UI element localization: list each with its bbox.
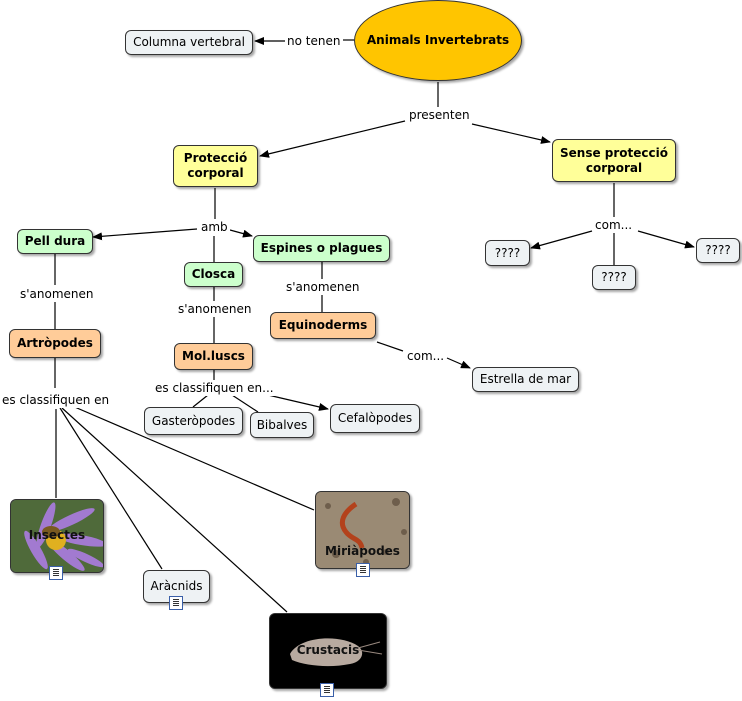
link-arrow <box>446 357 471 369</box>
node-label: Animals Invertebrats <box>366 33 510 47</box>
node-sense-proteccio-corporal[interactable]: Sense protecció corporal <box>552 139 676 182</box>
link-label-com: com... <box>405 348 447 364</box>
document-icon[interactable] <box>49 566 63 580</box>
node-animals-invertebrats[interactable]: Animals Invertebrats <box>354 0 522 81</box>
node-crustacis[interactable]: Crustacis <box>269 613 387 689</box>
centipede-image <box>316 492 409 568</box>
node-cefalopodes[interactable]: Cefalòpodes <box>330 404 420 433</box>
link-label-amb: amb <box>199 219 230 235</box>
node-label: ???? <box>705 243 731 257</box>
link-arrow <box>637 230 695 249</box>
node-label: ???? <box>494 245 521 260</box>
node-estrella-de-mar[interactable]: Estrella de mar <box>472 367 579 392</box>
link-arrow <box>229 229 253 238</box>
link-label-sanomenen: s'anomenen <box>18 286 96 302</box>
link-line <box>61 407 288 613</box>
link-line <box>231 394 259 413</box>
link-arrow <box>259 120 406 158</box>
node-label: Bibalves <box>256 417 308 432</box>
link-label-sanomenen: s'anomenen <box>284 279 362 295</box>
link-label-es-classifiquen-en: es classifiquen en <box>0 392 112 408</box>
image-node-label: Crustacis <box>296 643 360 657</box>
node-label: Estrella de mar <box>479 372 572 386</box>
link-line <box>192 394 209 408</box>
node-equinoderms[interactable]: Equinoderms <box>270 312 376 339</box>
document-icon[interactable] <box>169 596 183 610</box>
link-line <box>376 341 404 352</box>
node-label: Closca <box>191 267 236 281</box>
node-label: ???? <box>601 270 627 284</box>
node-label: Columna vertebral <box>133 35 245 49</box>
document-icon[interactable] <box>356 563 370 577</box>
node-label: Aràcnids <box>150 579 203 593</box>
insect-flower-image <box>11 500 103 572</box>
node-bibalves[interactable]: Bibalves <box>250 412 314 438</box>
link-line <box>69 404 315 511</box>
image-node-label: Insectes <box>28 528 86 542</box>
link-arrow <box>267 394 329 411</box>
node-label: Pell dura <box>24 234 86 248</box>
node-unknown-1[interactable]: ???? <box>485 240 530 266</box>
link-arrow <box>92 228 198 241</box>
node-columna-vertebral[interactable]: Columna vertebral <box>125 30 253 55</box>
node-pell-dura[interactable]: Pell dura <box>17 229 93 254</box>
node-gasteropodes[interactable]: Gasteròpodes <box>144 407 243 435</box>
node-label: Sense protecció corporal <box>560 145 668 175</box>
node-unknown-2[interactable]: ???? <box>592 265 636 290</box>
link-line <box>59 407 163 570</box>
node-label: Equinoderms <box>278 318 368 332</box>
node-label: Artròpodes <box>17 336 93 350</box>
node-closca[interactable]: Closca <box>184 262 243 287</box>
node-miriapodes[interactable]: Miriàpodes <box>315 491 410 569</box>
link-label-sanomenen: s'anomenen <box>176 301 254 317</box>
node-espines-o-plagues[interactable]: Espines o plagues <box>253 235 390 262</box>
node-proteccio-corporal[interactable]: Protecció corporal <box>173 145 258 187</box>
node-label: Mol.luscs <box>182 349 245 363</box>
shrimp-image <box>270 614 386 688</box>
node-unknown-3[interactable]: ???? <box>696 238 740 263</box>
link-label-es-classifiquen-en: es classifiquen en... <box>153 380 276 396</box>
node-artropodes[interactable]: Artròpodes <box>9 329 101 358</box>
image-node-label: Miriàpodes <box>325 544 400 558</box>
node-label: Cefalòpodes <box>337 411 413 425</box>
node-insectes[interactable]: Insectes <box>10 499 104 573</box>
link-label-presenten: presenten <box>407 107 472 123</box>
node-molluscs[interactable]: Mol.luscs <box>174 343 253 370</box>
link-arrow <box>530 230 593 250</box>
node-label: Espines o plagues <box>260 241 383 255</box>
document-icon[interactable] <box>320 683 334 697</box>
link-arrow <box>471 123 551 144</box>
link-label-no-tenen: no tenen <box>285 33 343 49</box>
node-label: Gasteròpodes <box>151 413 236 428</box>
node-label: Protecció corporal <box>183 151 248 180</box>
link-label-com: com... <box>593 217 635 233</box>
